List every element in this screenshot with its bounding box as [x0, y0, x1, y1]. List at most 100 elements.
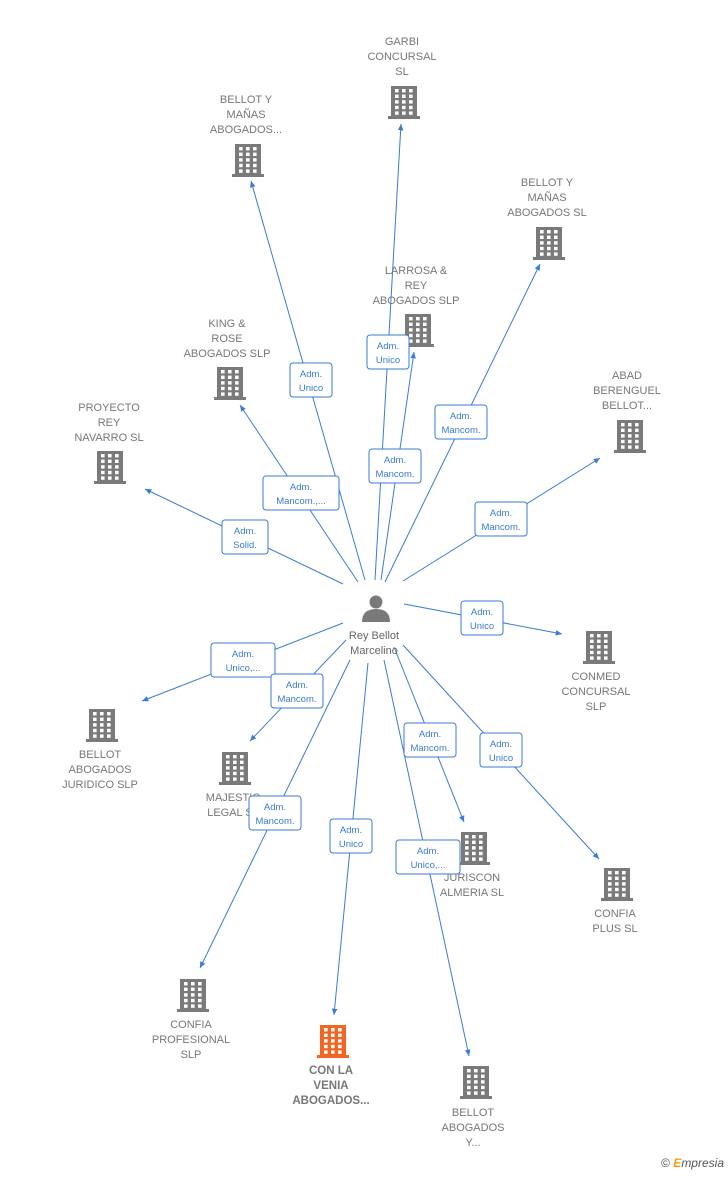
building-window: [554, 241, 558, 245]
building-window: [621, 439, 625, 444]
company-node-abad[interactable]: ABADBERENGUELBELLOT...: [593, 370, 661, 453]
company-label-line: VENIA: [313, 1080, 348, 1092]
company-node-bellot-y[interactable]: BELLOTABOGADOSY...: [442, 1066, 505, 1149]
building-window: [246, 169, 250, 173]
building-window: [226, 771, 230, 776]
building-window: [246, 147, 250, 151]
relation-label-king-rose[interactable]: Adm.Mancom.,...: [262, 475, 340, 511]
building-window: [409, 89, 413, 93]
building-window: [101, 476, 105, 480]
building-window: [239, 163, 243, 168]
building-window: [409, 111, 413, 115]
relation-label-proyecto-rey[interactable]: Adm.Solid.: [221, 519, 269, 555]
company-node-con-la-venia[interactable]: CON LAVENIAABOGADOS...: [292, 1025, 370, 1107]
building-window: [191, 1004, 195, 1008]
building-icon: [219, 752, 251, 785]
building-window: [395, 111, 399, 115]
building-window: [246, 163, 250, 168]
relation-label-bellot-juridico[interactable]: Adm.Unico,...: [210, 642, 276, 678]
relation-label-juriscon[interactable]: Adm.Mancom.: [403, 722, 457, 758]
relation-label-bellot-manas-1[interactable]: Adm. Unico: [289, 362, 333, 398]
building-window: [423, 322, 427, 326]
building-window: [423, 333, 427, 338]
company-label-line: ABOGADOS: [69, 764, 132, 776]
building-window: [233, 760, 237, 764]
empresia-brand[interactable]: © Empresia: [661, 1156, 724, 1170]
relation-label-con-la-venia[interactable]: Adm.Unico: [329, 818, 373, 854]
relation-label-conmed[interactable]: Adm.Unico: [460, 600, 504, 636]
building-window: [324, 1044, 328, 1049]
building-window: [597, 650, 601, 655]
relation-box: [221, 519, 269, 555]
building-window: [228, 370, 232, 374]
building-window: [239, 147, 243, 151]
relation-text-line: Unico: [376, 355, 400, 366]
relation-text-line: Adm.: [300, 369, 322, 380]
building-window: [198, 1004, 202, 1008]
building-window: [479, 835, 483, 839]
building-window: [198, 982, 202, 986]
building-window: [481, 1080, 485, 1084]
relation-label-bellot-y[interactable]: Adm.Unico,...: [395, 839, 461, 875]
building-window: [622, 876, 626, 880]
company-label-line: ABOGADOS: [442, 1122, 505, 1134]
building-window: [608, 876, 612, 880]
company-label-line: CONFIA: [594, 908, 636, 920]
company-label-line: ABOGADOS SLP: [373, 295, 460, 307]
building-window: [395, 100, 399, 104]
relation-label-garbi[interactable]: Adm. Unico: [366, 334, 410, 370]
building-window: [184, 998, 188, 1003]
building-window: [184, 993, 188, 997]
building-window: [608, 882, 612, 886]
building-icon: [583, 631, 615, 664]
relation-text-line: Adm.: [450, 411, 472, 422]
building-window: [547, 241, 551, 245]
relation-text-line: Unico,...: [226, 663, 261, 674]
company-label-line: NAVARRO SL: [74, 432, 143, 444]
relation-label-confia-prof[interactable]: Adm.Mancom.: [248, 795, 302, 831]
relation-label-abad[interactable]: Adm.Mancom.: [474, 501, 528, 537]
building-window: [409, 94, 413, 98]
relation-label-bellot-manas-2[interactable]: Adm.Mancom.: [434, 404, 488, 440]
company-node-bellot-manas-1[interactable]: BELLOT YMAÑASABOGADOS...: [210, 94, 282, 177]
company-label-line: LARROSA &: [385, 265, 448, 277]
relation-text-line: Mancom.,...: [276, 496, 326, 507]
relation-text-line: Unico: [299, 383, 323, 394]
relation-text-line: Adm.: [377, 341, 399, 352]
relation-label-larrosa[interactable]: Adm.Mancom.: [368, 448, 422, 484]
relation-box: [270, 673, 324, 709]
relation-text-line: Adm.: [234, 526, 256, 537]
building-window: [233, 771, 237, 776]
building-base: [214, 397, 246, 400]
building-window: [472, 840, 476, 844]
building-icon: [214, 367, 246, 400]
building-window: [108, 470, 112, 475]
building-window: [233, 766, 237, 770]
building-window: [540, 252, 544, 256]
company-label-line: MAJESTIC: [206, 792, 260, 804]
building-window: [465, 840, 469, 844]
relation-box: [248, 795, 302, 831]
company-label-line: CONFIA: [170, 1019, 212, 1031]
company-label-line: BERENGUEL: [593, 385, 661, 397]
building-window: [233, 755, 237, 759]
company-label-line: REY: [405, 280, 428, 292]
building-window: [554, 252, 558, 256]
building-window: [481, 1069, 485, 1073]
relation-label-majestic[interactable]: Adm.Mancom.: [270, 673, 324, 709]
building-window: [472, 851, 476, 856]
building-window: [100, 728, 104, 733]
relation-label-confia-plus[interactable]: Adm.Unico: [479, 732, 523, 768]
